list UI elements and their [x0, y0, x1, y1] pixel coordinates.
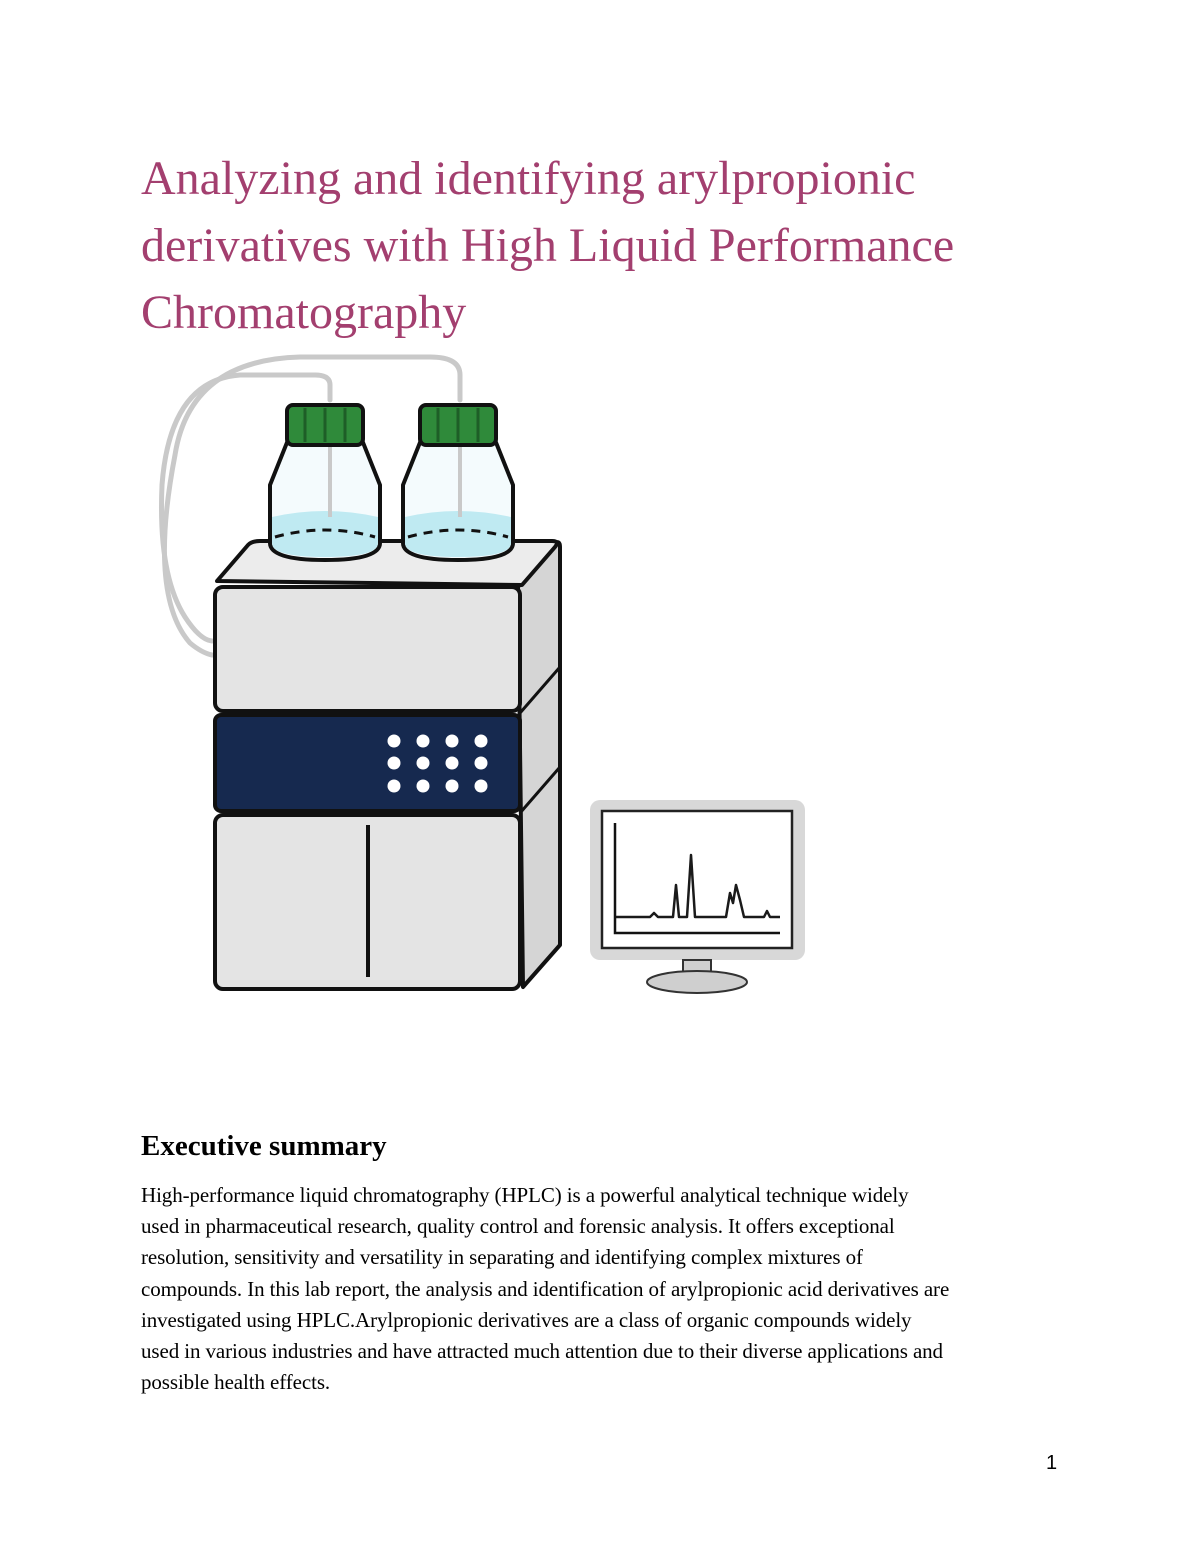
chromatogram-monitor-icon [590, 800, 805, 994]
hplc-instrument-icon [213, 539, 562, 991]
tubing-icon [159, 354, 463, 658]
page-number: 1 [1046, 1452, 1058, 1474]
summary-line: used in various industries and have attr… [141, 1339, 943, 1364]
summary-line: resolution, sensitivity and versatility … [141, 1245, 863, 1270]
solvent-bottle-icon [401, 403, 515, 562]
summary-line: investigated using HPLC.Arylpropionic de… [141, 1307, 912, 1332]
summary-line: possible health effects. [141, 1370, 331, 1395]
solvent-bottle-icon [268, 403, 382, 562]
summary-line: compounds. In this lab report, the analy… [141, 1276, 950, 1301]
executive-summary-body: High-performance liquid chromatography (… [141, 1180, 1071, 1398]
summary-line: High-performance liquid chromatography (… [141, 1183, 909, 1207]
control-panel-buttons [387, 734, 488, 793]
summary-line: used in pharmaceutical research, quality… [141, 1214, 895, 1239]
page-title: Analyzing and identifying arylpropionic … [141, 152, 955, 339]
executive-summary-heading: Executive summary [141, 1130, 387, 1162]
hplc-illustration [159, 354, 805, 994]
